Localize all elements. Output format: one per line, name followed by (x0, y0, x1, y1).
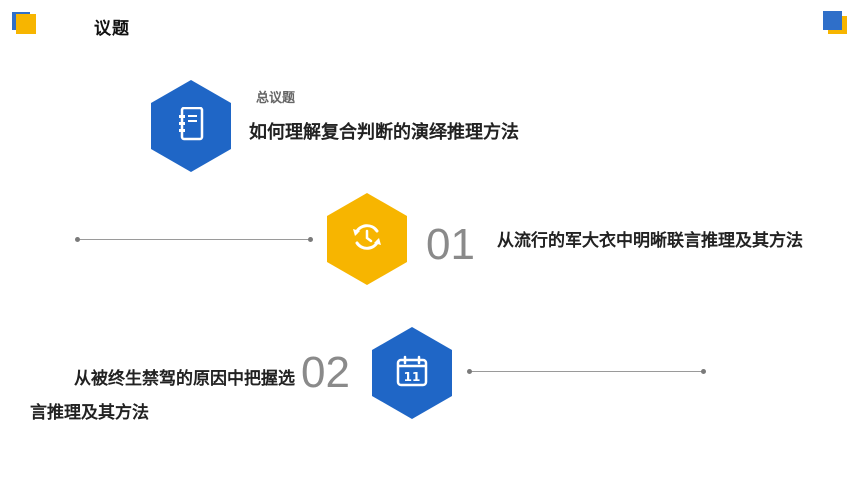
calendar-icon: 11 (396, 355, 428, 391)
document-icon (177, 106, 205, 145)
connector-dot (75, 237, 80, 242)
calendar-day-text: 11 (404, 370, 421, 384)
connector-dot (701, 369, 706, 374)
connector-dot (467, 369, 472, 374)
connector-dot (308, 237, 313, 242)
subtopic-2-hexagon: 11 (372, 327, 452, 419)
subtopic-2-number: 02 (301, 348, 350, 397)
main-topic-hexagon (151, 80, 231, 172)
connector-line-1 (78, 239, 310, 240)
subtopic-2-text: 从被终生禁驾的原因中把握选言推理及其方法 (30, 369, 295, 423)
refresh-icon (350, 220, 384, 258)
subtopic-1-number: 01 (426, 220, 475, 269)
main-topic-text: 如何理解复合判断的演绎推理方法 (249, 122, 519, 143)
corner-decoration-yellow (16, 14, 36, 34)
subtopic-1-text: 从流行的军大衣中明晰联言推理及其方法 (497, 231, 803, 251)
main-topic-label: 总议题 (256, 91, 296, 106)
page-title: 议题 (94, 19, 130, 39)
corner-decoration-blue-right (823, 11, 842, 30)
subtopic-1-hexagon (327, 193, 407, 285)
connector-line-2 (470, 371, 704, 372)
